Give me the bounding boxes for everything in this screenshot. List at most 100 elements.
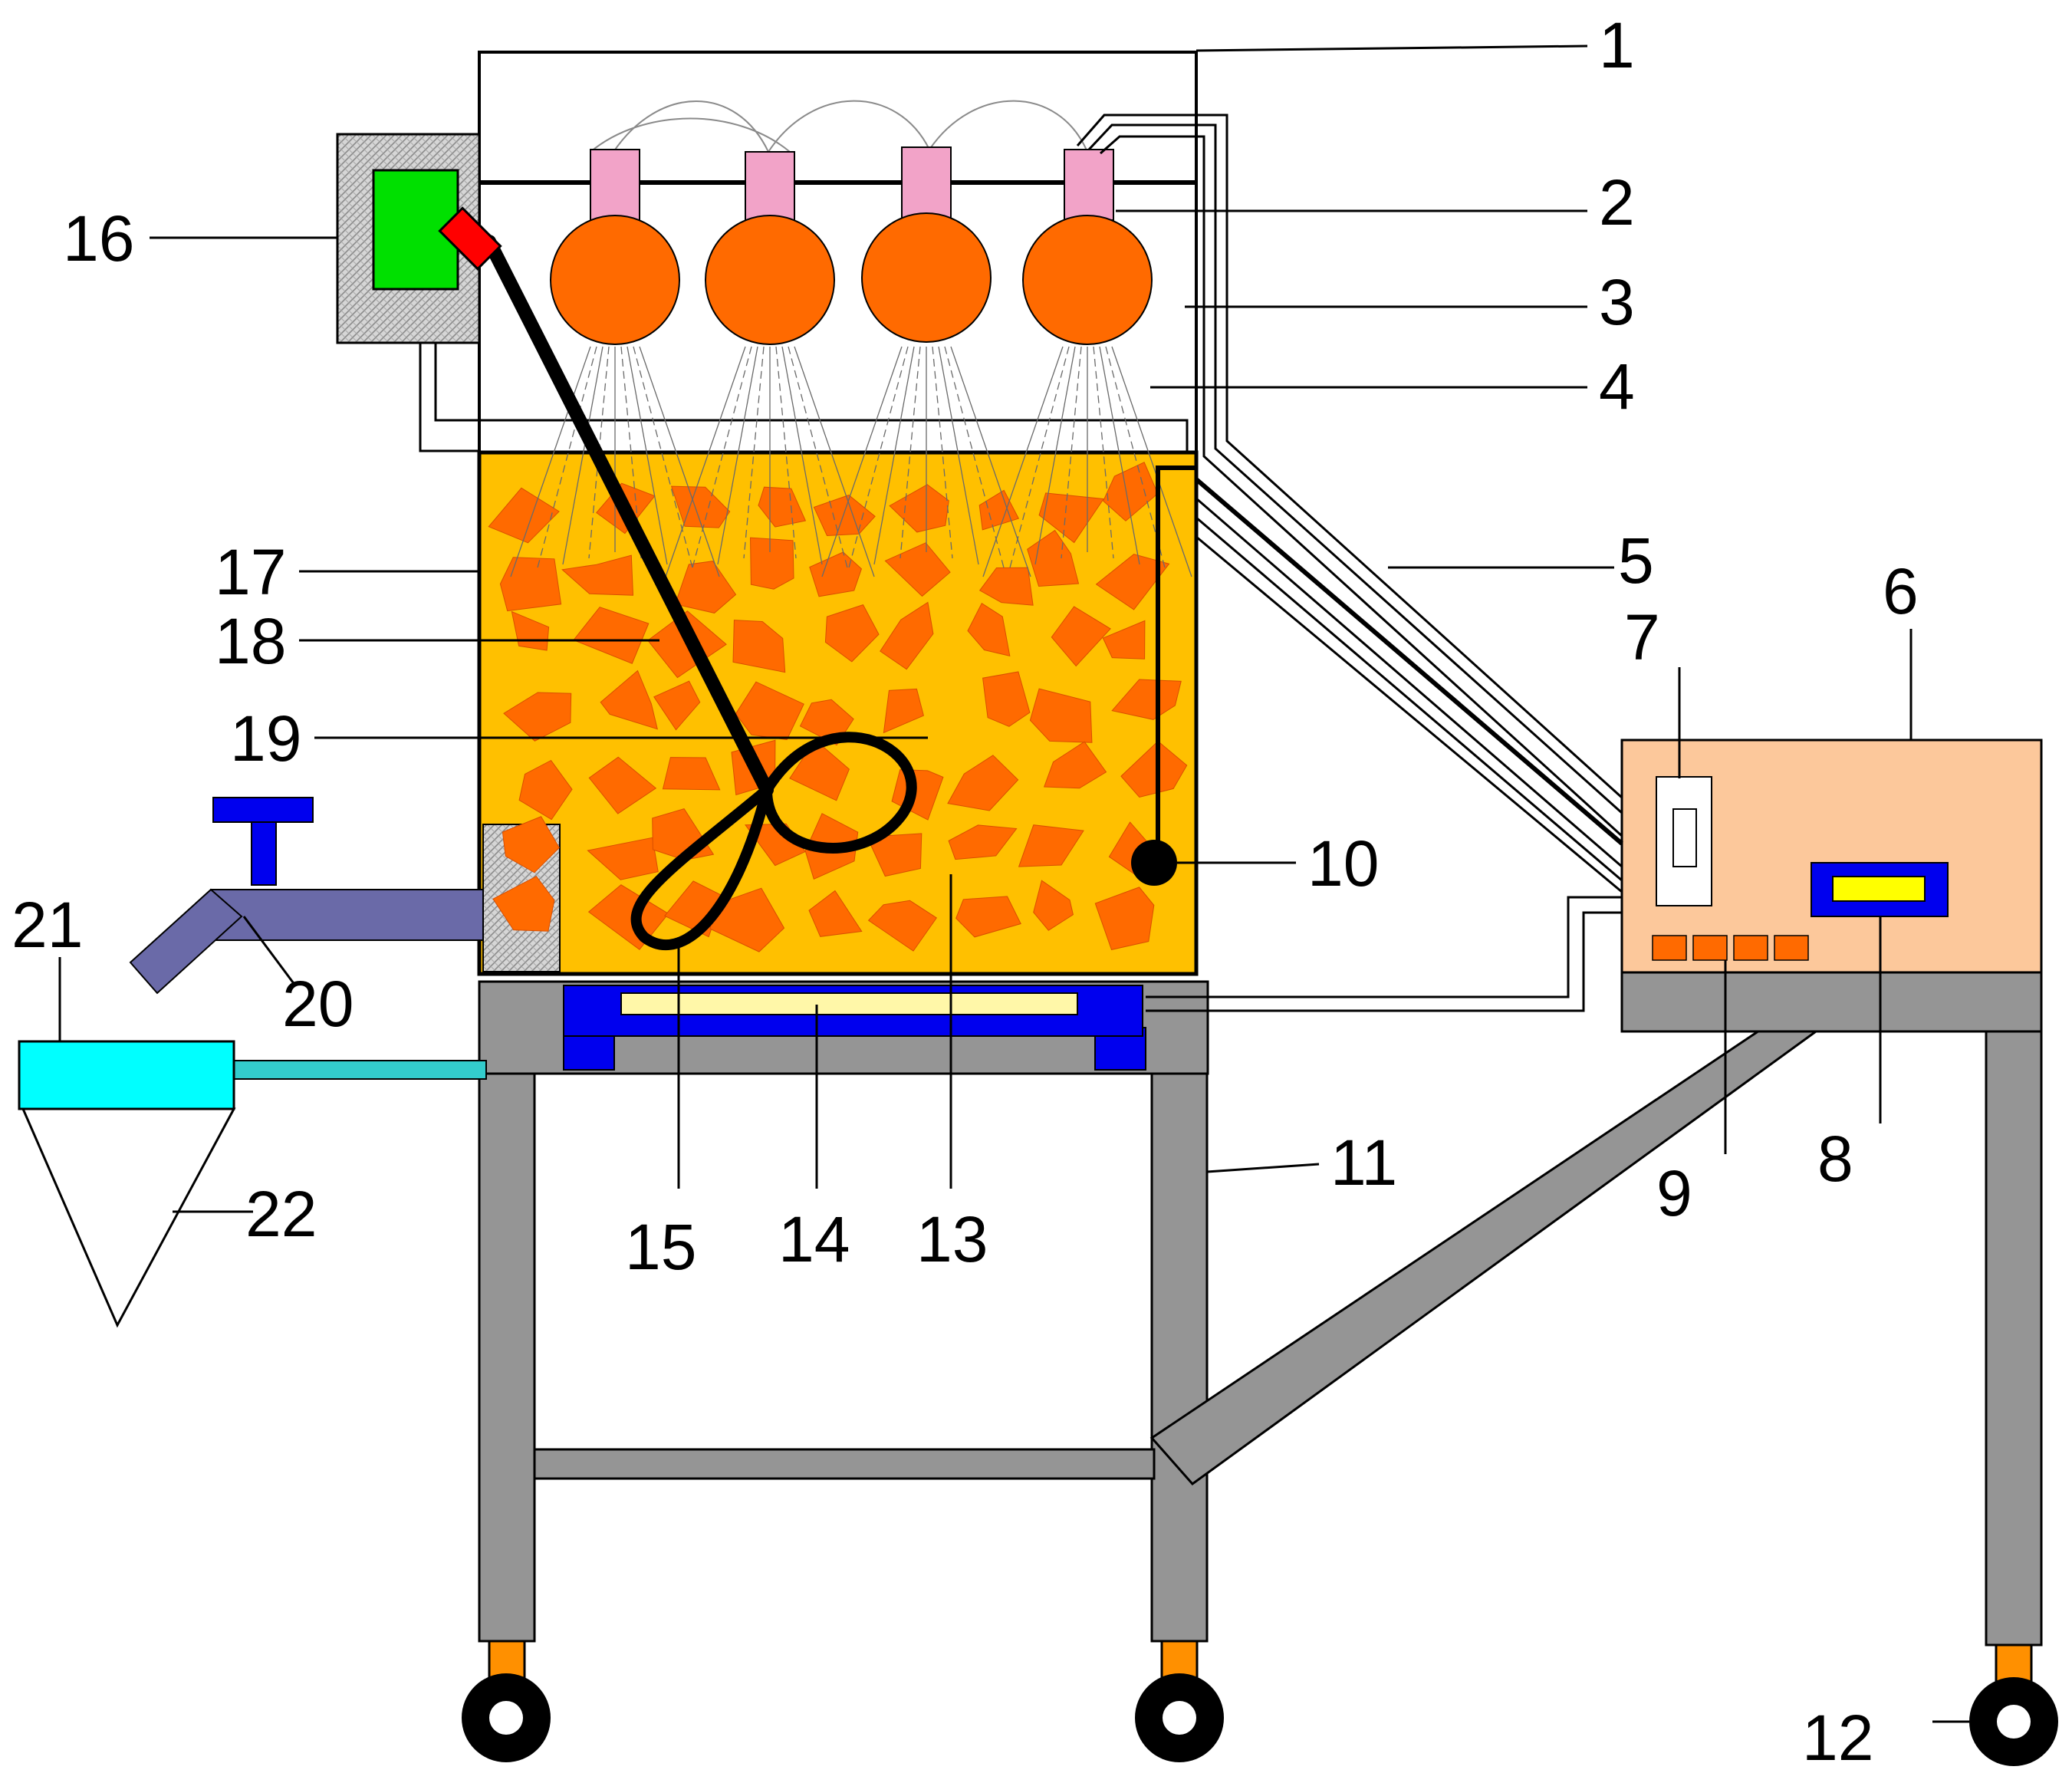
radiation-ray: [788, 346, 849, 571]
lamp-socket: [590, 149, 640, 221]
right-leg: [1985, 1030, 2043, 1646]
radiation-rays: [510, 346, 1192, 577]
material-piece: [502, 816, 560, 873]
callout-21: 21: [12, 889, 83, 961]
radiation-ray: [691, 346, 752, 571]
controller: [1620, 739, 2043, 974]
caster-stem: [1160, 1640, 1199, 1679]
radiation-ray: [794, 346, 875, 577]
heating-lamps: [550, 146, 1153, 345]
callout-12: 12: [1802, 1702, 1873, 1774]
cable: [1100, 135, 1623, 837]
cable-bundle: [1076, 113, 1623, 1012]
material-piece: [866, 833, 923, 877]
leader-1: [1196, 44, 1588, 52]
bulb-icon: [705, 215, 835, 345]
caster-stem: [488, 1640, 526, 1679]
bulb-icon: [550, 215, 680, 345]
control-button: [1692, 935, 1728, 961]
probe-icon: [1131, 840, 1177, 886]
stirrer-blade: [630, 775, 776, 950]
radiation-ray: [510, 346, 591, 577]
callout-3: 3: [1599, 266, 1635, 338]
material-piece: [883, 688, 924, 734]
radiation-ray: [1105, 346, 1166, 571]
material-piece: [674, 561, 737, 614]
material-piece: [867, 900, 938, 952]
left-leg: [478, 1072, 536, 1643]
radiation-ray: [717, 346, 758, 565]
material-piece: [749, 537, 794, 590]
radiation-ray: [982, 346, 1064, 577]
heater-box: [336, 133, 1189, 460]
heating-lamp-2: [705, 151, 835, 345]
callout-7: 7: [1624, 601, 1660, 673]
stirrer: [438, 206, 917, 950]
cable: [1087, 123, 1623, 814]
stirrer-shaft: [482, 235, 774, 797]
collector-head: [18, 1040, 235, 1110]
material-piece: [499, 557, 562, 612]
lamp-socket: [1064, 149, 1114, 221]
material-piece: [732, 620, 786, 673]
radiation-ray: [588, 346, 610, 559]
radiation-ray: [847, 346, 909, 571]
lamp-socket: [901, 146, 952, 219]
radiation-ray: [1099, 346, 1140, 565]
platform-plate: [620, 992, 1078, 1015]
material-piece: [1103, 462, 1159, 521]
callout-22: 22: [245, 1178, 317, 1250]
heater-cable: [434, 343, 1189, 460]
cable: [1196, 497, 1623, 868]
callout-2: 2: [1599, 166, 1635, 239]
radiation-ray: [938, 346, 979, 565]
callout-6: 6: [1883, 555, 1919, 627]
material-piece: [947, 755, 1019, 811]
radiation-ray: [1061, 346, 1082, 559]
control-button: [1652, 935, 1687, 961]
bulb-icon: [1022, 215, 1153, 345]
support-frame: [478, 971, 2043, 1646]
caster-hub: [489, 1701, 523, 1735]
radiation-ray: [639, 346, 720, 577]
material-piece: [1029, 688, 1093, 743]
callout-labels: 1 2 3 4 5 6 7 8 9 10 11 12 13 14 15 16 1…: [12, 9, 1919, 1774]
radiation-ray: [1111, 346, 1192, 577]
material-piece: [809, 551, 862, 597]
material-piece: [518, 759, 573, 821]
callout-14: 14: [778, 1203, 850, 1275]
platform-cable: [1146, 911, 1622, 1012]
callout-15: 15: [625, 1211, 696, 1283]
leader-20: [242, 916, 297, 986]
material-piece: [1043, 741, 1107, 789]
diagonal-brace: [1149, 1026, 1825, 1486]
cable: [1196, 535, 1623, 893]
radiation-ray: [536, 346, 597, 571]
caster-hub: [1163, 1701, 1196, 1735]
material-piece: [1018, 824, 1084, 867]
bulb-icon: [861, 212, 992, 343]
radiation-ray: [781, 346, 823, 565]
lamp-socket: [745, 151, 795, 223]
callout-16: 16: [63, 202, 134, 275]
material-piece: [955, 896, 1021, 938]
material-piece: [1033, 880, 1074, 931]
material-piece: [653, 680, 701, 731]
radiation-ray: [627, 346, 668, 565]
drying-bed: [477, 346, 1199, 976]
valve-stem: [251, 821, 277, 886]
material-piece: [1094, 887, 1155, 950]
heater-cable: [419, 343, 479, 452]
radiation-ray: [873, 346, 915, 565]
collector-pipe: [231, 1060, 487, 1080]
material-piece: [967, 602, 1011, 656]
radiation-ray: [1093, 346, 1114, 559]
radiation-ray: [821, 346, 903, 577]
cable: [1076, 113, 1623, 799]
callout-18: 18: [215, 605, 286, 677]
collector: [18, 1040, 487, 1328]
callout-8: 8: [1817, 1123, 1853, 1195]
radiation-ray: [775, 346, 797, 559]
